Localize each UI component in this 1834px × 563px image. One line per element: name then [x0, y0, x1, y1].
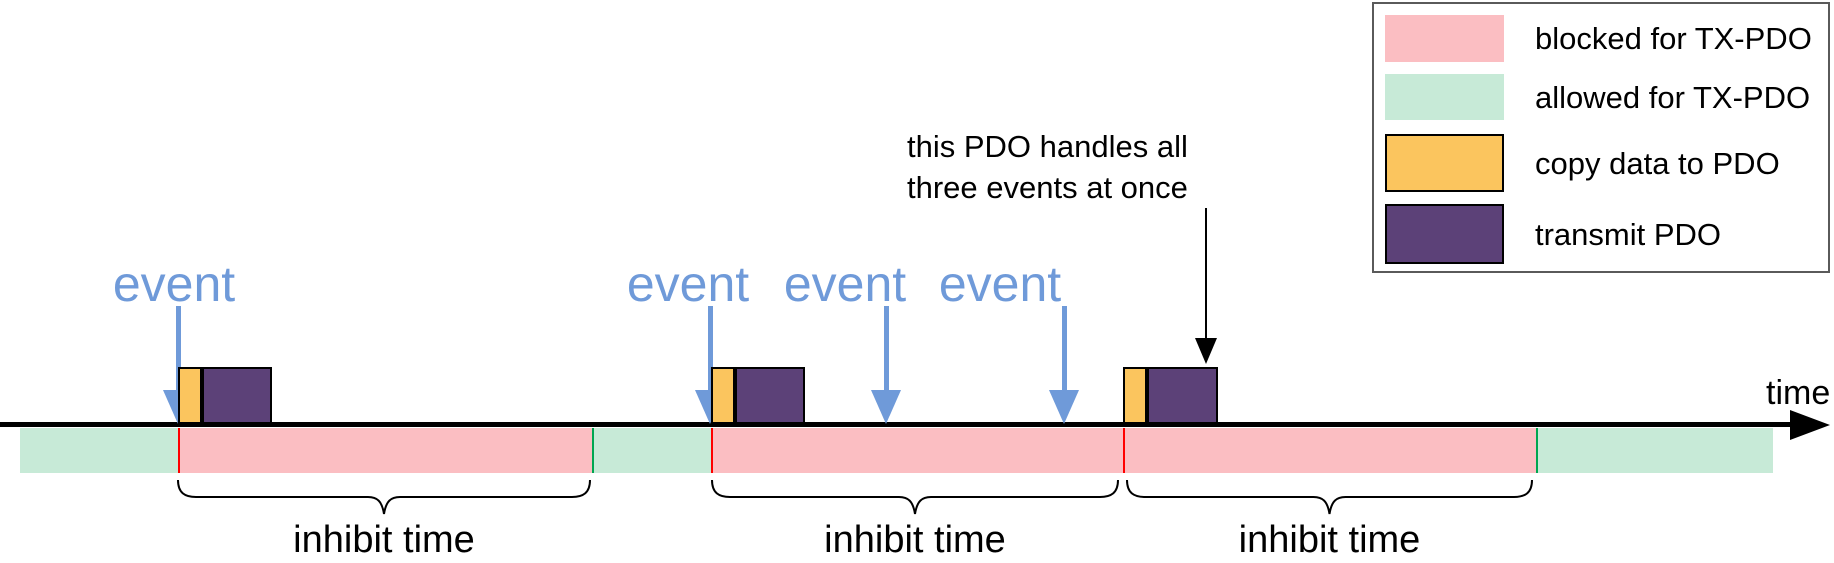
event-label-1: event — [112, 256, 236, 312]
event-arrowhead-icon-4 — [1049, 390, 1079, 424]
annotation-line-2: three events at once — [907, 170, 1188, 205]
time-axis-arrowhead-icon — [1790, 410, 1830, 440]
legend-swatch-transmit-icon — [1385, 204, 1504, 264]
legend-item-transmit: transmit PDO — [1385, 204, 1721, 264]
event-label-3: event — [783, 256, 907, 312]
legend-label-transmit: transmit PDO — [1535, 216, 1722, 252]
legend-swatch-copy-icon — [1385, 134, 1504, 192]
segment-divider-red — [178, 428, 180, 473]
band-segment-allowed — [20, 428, 178, 473]
band-segment-blocked — [711, 428, 1123, 473]
copy-data-block-2 — [711, 367, 735, 424]
copy-data-block-1 — [178, 367, 202, 424]
inhibit-time-label-2: inhibit time — [824, 519, 1006, 561]
transmit-pdo-block-1 — [202, 367, 272, 424]
segment-divider-green — [1536, 428, 1538, 473]
inhibit-time-label-3: inhibit time — [1238, 519, 1421, 561]
inhibit-brace-1 — [177, 479, 591, 515]
event-arrow-line-1 — [176, 306, 181, 392]
annotation-arrowhead-icon — [1195, 338, 1217, 364]
inhibit-brace-2 — [711, 479, 1119, 515]
legend: blocked for TX-PDO allowed for TX-PDO copy… — [1372, 2, 1830, 273]
event-arrow-line-3 — [884, 306, 889, 392]
time-axis-label: time — [1766, 374, 1831, 412]
segment-divider-green — [592, 428, 594, 473]
legend-item-copy: copy data to PDO — [1385, 134, 1780, 192]
band-segment-allowed — [1536, 428, 1773, 473]
annotation-text: this PDO handles all three events at onc… — [907, 126, 1188, 208]
event-arrowhead-icon-3 — [871, 390, 901, 424]
event-label-2: event — [626, 256, 750, 312]
time-axis-line — [0, 422, 1794, 427]
band-segment-blocked — [1123, 428, 1536, 473]
event-arrow-line-2 — [708, 306, 713, 392]
copy-data-block-3 — [1123, 367, 1147, 424]
band-segment-blocked — [178, 428, 592, 473]
legend-label-copy: copy data to PDO — [1535, 145, 1780, 181]
legend-label-allowed: allowed for TX-PDO — [1535, 79, 1811, 115]
inhibit-brace-3 — [1126, 479, 1533, 515]
legend-swatch-allowed-icon — [1385, 74, 1504, 120]
legend-label-blocked: blocked for TX-PDO — [1535, 21, 1812, 56]
segment-divider-red — [711, 428, 713, 473]
inhibit-time-label-1: inhibit time — [293, 519, 475, 561]
segment-divider-red — [1123, 428, 1125, 473]
transmit-pdo-block-3 — [1147, 367, 1218, 424]
legend-item-blocked: blocked for TX-PDO — [1385, 15, 1812, 62]
annotation-arrow-line — [1205, 208, 1207, 340]
event-arrow-line-4 — [1062, 306, 1067, 392]
legend-swatch-blocked-icon — [1385, 15, 1504, 62]
event-label-4: event — [938, 256, 1062, 312]
band-segment-allowed — [592, 428, 711, 473]
transmit-pdo-block-2 — [735, 367, 805, 424]
legend-item-allowed: allowed for TX-PDO — [1385, 74, 1810, 120]
annotation-line-1: this PDO handles all — [907, 129, 1188, 164]
